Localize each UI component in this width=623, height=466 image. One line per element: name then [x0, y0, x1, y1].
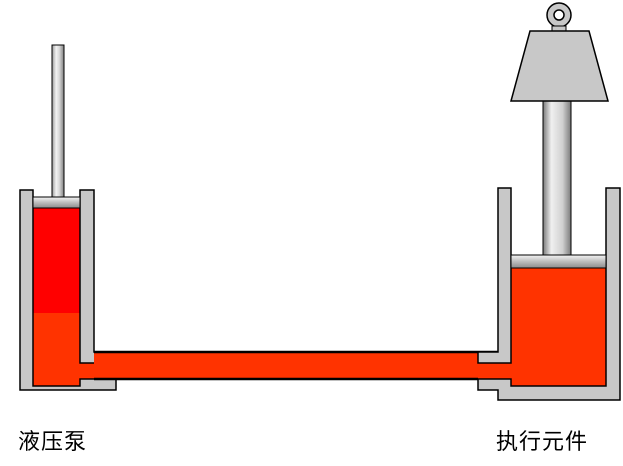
pump-right-wall: [79, 189, 117, 364]
pump-fluid-lower: [33, 313, 80, 386]
pump-label: 液压泵: [18, 430, 88, 455]
pump-cylinder-wall: [19, 189, 117, 391]
pump-piston: [32, 196, 81, 209]
actuator-left-wall: [477, 187, 512, 364]
pump-piston-rod: [51, 44, 65, 198]
actuator-piston-rod: [542, 100, 572, 257]
pump-fluid-upper: [33, 207, 80, 313]
actuator-piston: [510, 254, 607, 269]
weight-icon: [510, 2, 609, 102]
actuator-cylinder-wall: [477, 187, 621, 401]
actuator-label: 执行元件: [496, 430, 589, 455]
connecting-pipe-fluid: [94, 352, 514, 379]
actuator-fluid: [511, 267, 606, 386]
